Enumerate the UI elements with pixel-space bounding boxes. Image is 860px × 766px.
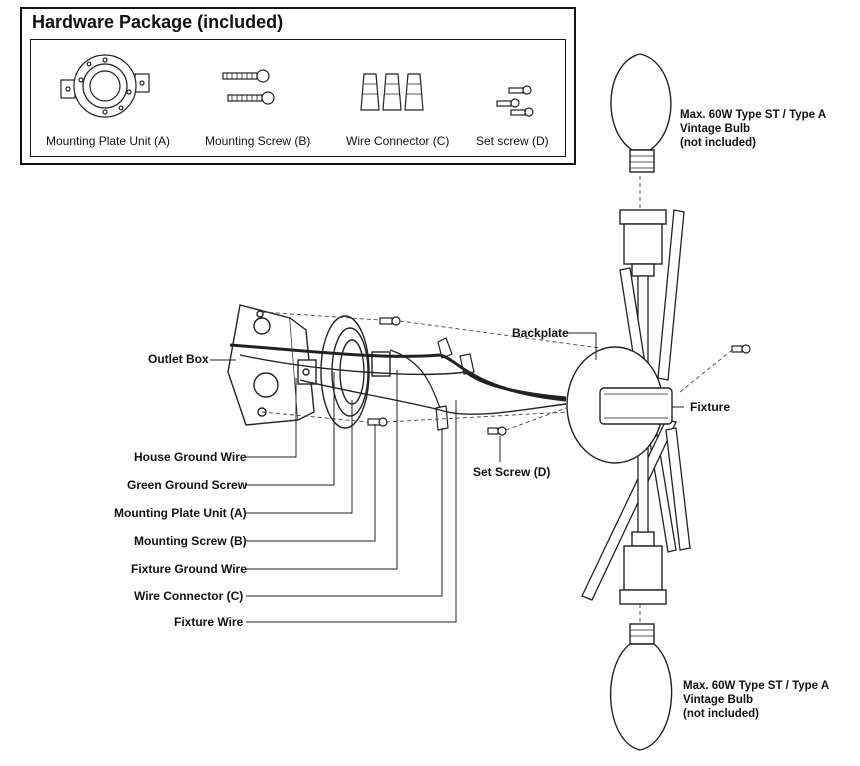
set-screw-icon (496, 85, 534, 117)
mounting-plate-label: Mounting Plate Unit (A) (46, 134, 171, 148)
wires (229, 343, 567, 415)
hardware-icons (60, 54, 534, 118)
backplate-label: Backplate (512, 326, 569, 340)
mounting-plate-icon (60, 54, 150, 118)
bottom-socket (619, 531, 667, 605)
mounting-screw-label: Mounting Screw (B) (205, 134, 311, 148)
bottom-bulb-note-line: (not included) (683, 708, 760, 720)
bottom-bulb-note-line: Vintage Bulb (683, 694, 754, 706)
mounting-screw-icon (222, 69, 275, 105)
backplate (566, 346, 673, 464)
hardware-package-box: Hardware Package (included) (20, 7, 576, 165)
bottom-bulb-note-line: Max. 60W Type ST / Type A (683, 680, 830, 692)
top-bulb-note-line: Max. 60W Type ST / Type A (680, 109, 827, 121)
wire-connector-label: Wire Connector (C) (346, 134, 450, 148)
mounting-screw-callout: Mounting Screw (B) (134, 534, 247, 548)
outlet-box-label: Outlet Box (148, 352, 209, 366)
top-bulb-note-line: (not included) (680, 137, 757, 149)
wire-connector-callout: Wire Connector (C) (134, 589, 244, 603)
set-screw-front (487, 426, 507, 436)
set-screw-label: Set screw (D) (476, 134, 549, 148)
top-bulb-note: Max. 60W Type ST / Type A Vintage Bulb (… (680, 108, 826, 150)
mounting-plate-unit-label: Mounting Plate Unit (A) (114, 506, 247, 520)
mounting-plate (297, 315, 391, 429)
house-ground-wire-label: House Ground Wire (134, 450, 247, 464)
alignment-lines (261, 176, 733, 624)
set-screw-callout: Set Screw (D) (473, 465, 551, 479)
hardware-package-title: Hardware Package (included) (32, 12, 284, 32)
top-socket (619, 209, 667, 277)
bottom-bulb-note: Max. 60W Type ST / Type A Vintage Bulb (… (683, 679, 829, 721)
top-bulb (610, 53, 672, 173)
set-screw-side (731, 344, 751, 354)
bottom-bulb (609, 623, 673, 751)
fixture-label: Fixture (690, 400, 731, 414)
wire-connector-icon (360, 73, 424, 111)
hardware-package-inner: Mounting Plate Unit (A) Mounting Screw (… (30, 39, 566, 157)
mounting-screw-top (379, 316, 401, 326)
fixture-wire-label: Fixture Wire (174, 615, 244, 629)
leader-lines (210, 332, 684, 623)
mounting-screw-bottom (367, 417, 388, 427)
fixture-ground-wire-label: Fixture Ground Wire (131, 562, 247, 576)
assembly-wire-connectors (435, 337, 475, 431)
green-ground-screw-label: Green Ground Screw (127, 478, 248, 492)
top-bulb-note-line: Vintage Bulb (680, 123, 751, 135)
